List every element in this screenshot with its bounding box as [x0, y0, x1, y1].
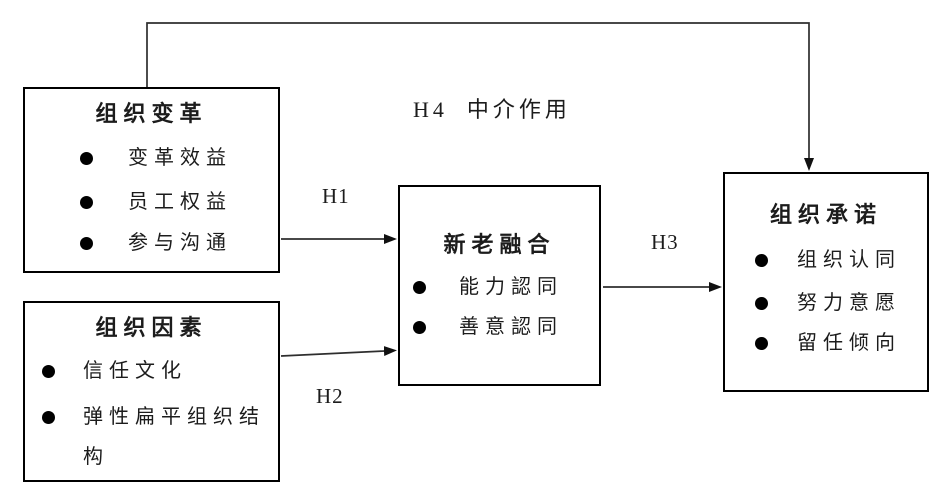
bullet-icon [80, 236, 93, 250]
h4-mediation-label: H4 中介作用 [413, 97, 571, 122]
list-item: 能力認同 [413, 275, 563, 299]
box-organizational-factors-title: 组织因素 [95, 315, 208, 340]
list-item-label: 变革效益 [128, 147, 232, 169]
h4-mediation-connector-arrow [146, 22, 814, 171]
bullet-icon [80, 195, 93, 209]
list-item-label: 信任文化 [83, 360, 187, 382]
h3-label: H3 [651, 230, 679, 254]
box-organizational-commitment: 组织承诺 组织认同 努力意愿 留任倾向 [723, 172, 929, 392]
box-integration-title: 新老融合 [443, 232, 556, 257]
list-item-label: 弹性扁平组织结构 [83, 406, 265, 468]
list-item-label: 组织认同 [797, 249, 901, 271]
bullet-icon [755, 296, 768, 310]
h1-label: H1 [322, 184, 350, 208]
box-organizational-commitment-title: 组织承诺 [769, 202, 882, 227]
box-organizational-change: 组织变革 变革效益 员工权益 参与沟通 [23, 87, 280, 273]
bullet-icon [80, 151, 93, 165]
list-item-label: 善意認同 [459, 316, 563, 338]
list-item: 员工权益 [80, 190, 232, 214]
h2-arrow [280, 346, 397, 357]
box-organizational-change-title: 组织变革 [95, 101, 208, 126]
bullet-icon [413, 280, 426, 294]
bullet-icon [755, 253, 768, 267]
box-integration: 新老融合 能力認同 善意認同 [398, 185, 601, 386]
list-item: 组织认同 [755, 248, 901, 272]
list-item-label: 留任倾向 [797, 332, 901, 354]
list-item: 弹性扁平组织结构 [42, 397, 279, 477]
list-item-label: 能力認同 [459, 276, 563, 298]
h2-label: H2 [316, 384, 344, 408]
list-item: 变革效益 [80, 146, 232, 170]
list-item: 参与沟通 [80, 231, 232, 255]
bullet-icon [413, 320, 426, 334]
list-item: 留任倾向 [755, 331, 901, 355]
box-organizational-factors: 组织因素 信任文化 弹性扁平组织结构 [23, 301, 280, 482]
list-item-label: 参与沟通 [128, 232, 232, 254]
list-item: 信任文化 [42, 359, 187, 383]
list-item-label: 努力意愿 [797, 292, 901, 314]
bullet-icon [42, 411, 55, 424]
bullet-icon [42, 364, 55, 378]
list-item: 努力意愿 [755, 291, 901, 315]
bullet-icon [755, 336, 768, 350]
list-item-label: 员工权益 [128, 191, 232, 213]
list-item: 善意認同 [413, 315, 563, 339]
